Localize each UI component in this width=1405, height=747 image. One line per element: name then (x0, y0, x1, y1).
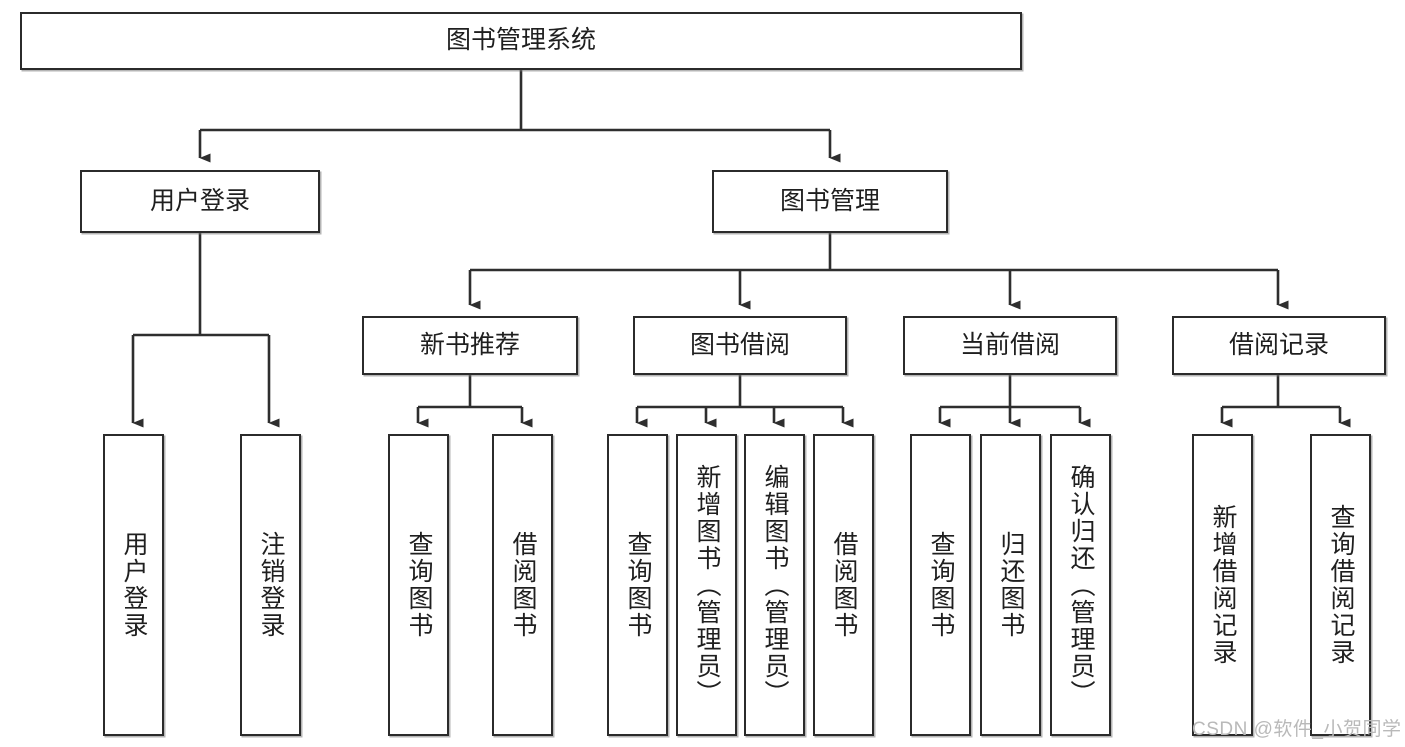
node-user-login-label: 用户登录 (149, 186, 250, 215)
node-leaf-edit-book[interactable]: 编辑图书（管理员） (744, 434, 805, 736)
csdn-watermark: CSDN @软件_小贺同学 (1192, 719, 1402, 740)
node-leaf-query-book-3-label: 查询图书 (927, 531, 955, 639)
node-leaf-query-record[interactable]: 查询借阅记录 (1310, 434, 1371, 736)
node-leaf-user-logout[interactable]: 注销登录 (240, 434, 301, 736)
node-leaf-user-login-label: 用户登录 (120, 531, 148, 639)
node-new-book-recommend-label: 新书推荐 (419, 330, 520, 359)
node-root-label: 图书管理系统 (445, 26, 596, 55)
node-leaf-return-book[interactable]: 归还图书 (980, 434, 1041, 736)
node-leaf-edit-book-label: 编辑图书（管理员） (761, 463, 789, 707)
node-root[interactable]: 图书管理系统 (20, 12, 1022, 70)
node-leaf-add-record[interactable]: 新增借阅记录 (1192, 434, 1253, 736)
node-book-management-label: 图书管理 (779, 186, 880, 215)
node-leaf-borrow-book-2-label: 借阅图书 (830, 531, 858, 639)
node-book-borrow[interactable]: 图书借阅 (633, 316, 847, 375)
node-leaf-add-book-label: 新增图书（管理员） (693, 463, 721, 707)
node-leaf-query-book-2-label: 查询图书 (624, 531, 652, 639)
node-book-borrow-label: 图书借阅 (689, 330, 790, 359)
node-leaf-confirm-return-label: 确认归还（管理员） (1067, 463, 1095, 707)
node-leaf-query-book-3[interactable]: 查询图书 (910, 434, 971, 736)
node-leaf-query-record-label: 查询借阅记录 (1327, 504, 1355, 666)
node-current-borrow[interactable]: 当前借阅 (903, 316, 1117, 375)
node-leaf-user-login[interactable]: 用户登录 (103, 434, 164, 736)
node-leaf-query-book-2[interactable]: 查询图书 (607, 434, 668, 736)
node-leaf-borrow-book-2[interactable]: 借阅图书 (813, 434, 874, 736)
node-new-book-recommend[interactable]: 新书推荐 (362, 316, 578, 375)
node-current-borrow-label: 当前借阅 (959, 330, 1060, 359)
node-leaf-borrow-book-1[interactable]: 借阅图书 (492, 434, 553, 736)
node-borrow-record[interactable]: 借阅记录 (1172, 316, 1386, 375)
node-leaf-borrow-book-1-label: 借阅图书 (509, 531, 537, 639)
node-book-management[interactable]: 图书管理 (712, 170, 948, 233)
node-leaf-confirm-return[interactable]: 确认归还（管理员） (1050, 434, 1111, 736)
node-leaf-query-book-1[interactable]: 查询图书 (388, 434, 449, 736)
node-leaf-query-book-1-label: 查询图书 (405, 531, 433, 639)
node-leaf-user-logout-label: 注销登录 (257, 531, 285, 639)
node-user-login[interactable]: 用户登录 (80, 170, 320, 233)
node-borrow-record-label: 借阅记录 (1228, 330, 1329, 359)
node-leaf-return-book-label: 归还图书 (997, 531, 1025, 639)
node-leaf-add-book[interactable]: 新增图书（管理员） (676, 434, 737, 736)
node-leaf-add-record-label: 新增借阅记录 (1209, 504, 1237, 666)
